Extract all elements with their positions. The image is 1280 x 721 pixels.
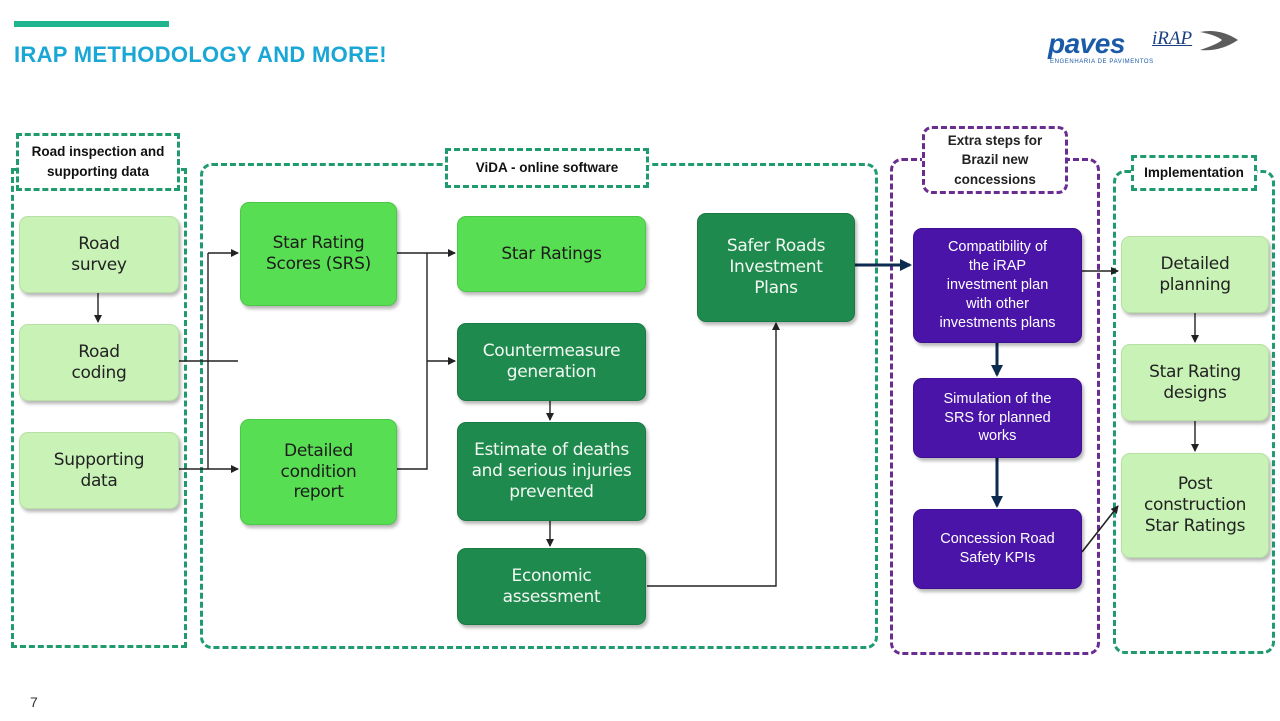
- region-inspection-label: Road inspection and supporting data: [16, 133, 180, 191]
- box-supporting-data: Supporting data: [19, 432, 179, 509]
- box-detailed-condition-report: Detailed condition report: [240, 419, 397, 525]
- box-road-survey: Road survey: [19, 216, 179, 293]
- box-star-rating-scores: Star Rating Scores (SRS): [240, 202, 397, 306]
- box-economic-assessment: Economic assessment: [457, 548, 646, 625]
- title-accent-bar: [14, 21, 169, 27]
- paves-irap-logo: paves iRAP ENGENHARIA DE PAVIMENTOS: [1046, 24, 1242, 68]
- box-compatibility: Compatibility of the iRAP investment pla…: [913, 228, 1082, 343]
- box-countermeasure-generation: Countermeasure generation: [457, 323, 646, 401]
- box-road-coding: Road coding: [19, 324, 179, 401]
- box-concession-kpis: Concession Road Safety KPIs: [913, 509, 1082, 589]
- region-implementation-label: Implementation: [1131, 155, 1257, 191]
- logo-partner: iRAP: [1152, 28, 1193, 49]
- logo-swoosh-icon: [1200, 31, 1238, 51]
- logo-tagline: ENGENHARIA DE PAVIMENTOS: [1050, 59, 1154, 65]
- box-simulation-srs: Simulation of the SRS for planned works: [913, 378, 1082, 458]
- region-brazil-label: Extra steps for Brazil new concessions: [922, 126, 1068, 194]
- region-vida-label: ViDA - online software: [445, 148, 649, 188]
- logo-brand: paves: [1048, 28, 1125, 59]
- box-estimate-deaths-injuries: Estimate of deaths and serious injuries …: [457, 422, 646, 521]
- page-title: IRAP METHODOLOGY AND MORE!: [14, 42, 387, 67]
- page-number: 7: [30, 694, 38, 710]
- box-detailed-planning: Detailed planning: [1121, 236, 1269, 313]
- box-post-construction: Post construction Star Ratings: [1121, 453, 1269, 558]
- box-star-ratings: Star Ratings: [457, 216, 646, 292]
- box-star-rating-designs: Star Rating designs: [1121, 344, 1269, 421]
- box-safer-roads-investment-plans: Safer Roads Investment Plans: [697, 213, 855, 322]
